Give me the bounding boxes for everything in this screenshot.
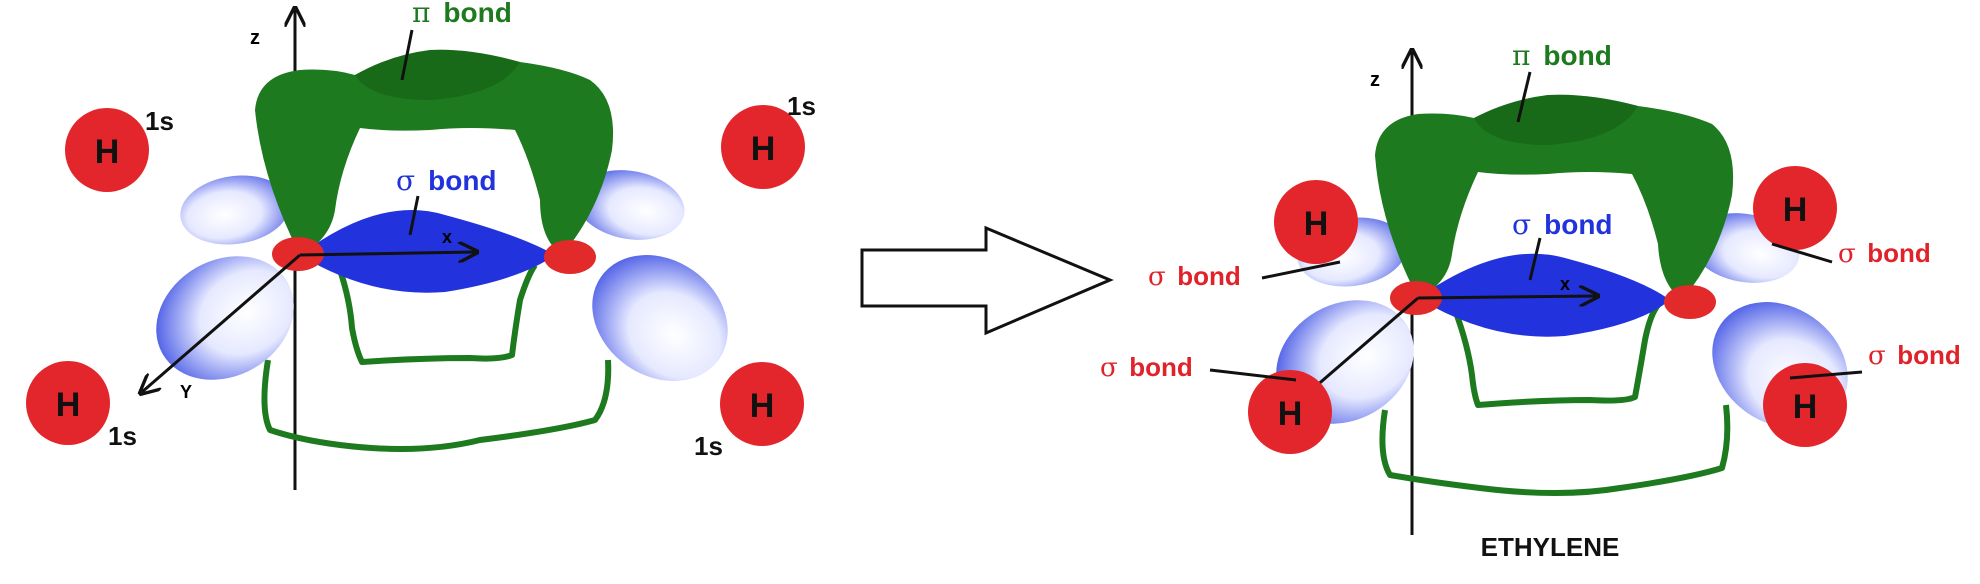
right-pi-label: π bond xyxy=(1512,39,1612,72)
right-hydrogen-2: H xyxy=(1753,166,1837,250)
left-hydrogen-2: H 1s xyxy=(721,91,816,189)
right-arrow-icon xyxy=(860,225,1114,336)
svg-text:H: H xyxy=(95,133,120,171)
right-pi-bond-shade xyxy=(1474,94,1638,145)
left-carbon-2 xyxy=(544,240,596,274)
left-lower-bond-outline xyxy=(261,359,612,452)
right-ch-sigma-label-3: σ bond xyxy=(1100,352,1193,383)
right-inner-bond-outline xyxy=(1452,303,1661,408)
svg-text:H: H xyxy=(1793,388,1818,426)
right-lower-bond-outline xyxy=(1379,404,1731,496)
left-sigma-leader xyxy=(408,195,420,236)
left-panel: z x Y π bond σ bond xyxy=(26,0,816,490)
left-h1-orbital: 1s xyxy=(145,106,174,136)
left-x-axis xyxy=(299,252,475,255)
left-lobe-c2-upper xyxy=(575,170,685,240)
right-z-axis-label: z xyxy=(1370,69,1380,91)
right-ch-sigma-leader-3 xyxy=(1209,368,1297,382)
left-pi-label: π bond xyxy=(412,0,512,29)
left-lobe-c2-lower xyxy=(592,255,728,381)
right-ch-sigma-leader-4 xyxy=(1789,370,1863,380)
left-hydrogen-3: H 1s xyxy=(26,361,137,451)
right-ch-sigma-leader-2 xyxy=(1771,242,1833,264)
right-sigma-label: σ bond xyxy=(1512,208,1613,241)
left-z-axis-label: z xyxy=(250,27,260,49)
left-y-axis xyxy=(142,253,301,392)
left-x-axis-label: x xyxy=(442,227,452,247)
right-sigma-leader xyxy=(1528,237,1542,281)
left-h4-orbital: 1s xyxy=(694,431,723,461)
left-pi-bond-shade xyxy=(355,49,520,100)
svg-text:H: H xyxy=(1783,191,1808,229)
right-carbon-2 xyxy=(1664,285,1716,319)
right-hydrogen-1: H xyxy=(1274,180,1358,264)
left-inner-bond-outline xyxy=(337,263,538,365)
left-carbon-1 xyxy=(272,237,324,271)
svg-text:H: H xyxy=(1278,395,1303,433)
right-hydrogen-4: H xyxy=(1763,363,1847,447)
right-ch-sigma-label-1: σ bond xyxy=(1148,261,1241,292)
right-x-axis xyxy=(1417,296,1596,298)
left-h2-orbital: 1s xyxy=(787,91,816,121)
left-y-axis-label: Y xyxy=(180,382,192,402)
right-ch-sigma-label-4: σ bond xyxy=(1868,340,1961,371)
svg-text:H: H xyxy=(56,386,81,424)
right-ch-sigma-leader-1 xyxy=(1261,260,1341,280)
svg-text:H: H xyxy=(1304,205,1329,243)
right-caption: ETHYLENE xyxy=(1481,532,1620,562)
right-pi-leader xyxy=(1516,71,1532,123)
left-h3-orbital: 1s xyxy=(108,421,137,451)
left-pi-bond xyxy=(255,49,614,255)
right-ch-sigma-label-2: σ bond xyxy=(1838,238,1931,269)
right-panel: z x π bond σ bond xyxy=(1100,39,1961,562)
left-sigma-label: σ bond xyxy=(396,164,497,197)
left-hydrogen-4: H 1s xyxy=(694,362,804,461)
svg-text:H: H xyxy=(751,130,776,168)
svg-text:H: H xyxy=(750,387,775,425)
right-hydrogen-3: H xyxy=(1248,370,1332,454)
left-hydrogen-1: H 1s xyxy=(65,106,174,192)
right-x-axis-label: x xyxy=(1560,274,1570,294)
right-pi-bond xyxy=(1375,94,1734,300)
left-pi-leader xyxy=(400,29,414,81)
left-lobe-c1-upper xyxy=(180,175,290,245)
